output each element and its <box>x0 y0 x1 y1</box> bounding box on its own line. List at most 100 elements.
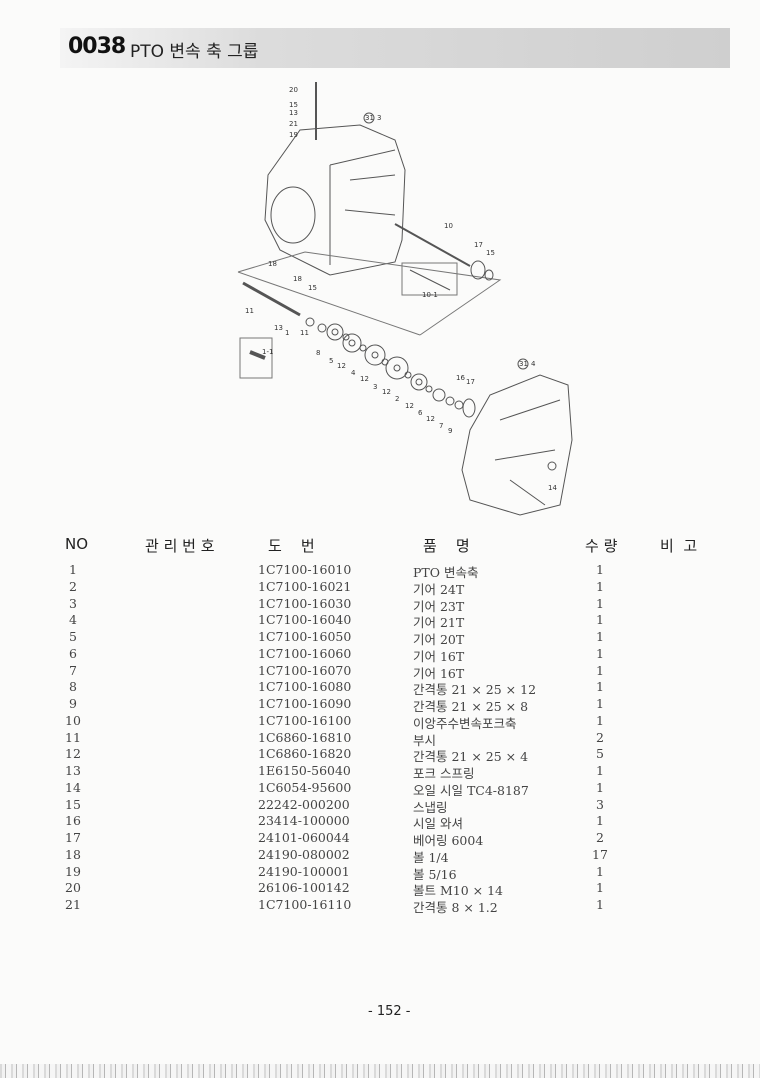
part-number: 24190-100001 <box>258 863 350 879</box>
callout-label: 15 <box>486 249 495 257</box>
row-no: 5 <box>69 629 77 644</box>
callout-label: 4 <box>531 360 536 368</box>
row-no: 7 <box>69 662 77 678</box>
row-no: 12 <box>65 746 81 762</box>
callout-label: 20 <box>289 86 298 94</box>
part-name: 기어 24T <box>413 581 465 597</box>
part-number: 1C6860-16820 <box>258 746 352 762</box>
quantity: 3 <box>596 796 604 812</box>
page-number: - 152 - <box>368 1004 411 1019</box>
column-header-no: NO <box>65 535 89 553</box>
part-number: 1C7100-16080 <box>258 679 352 695</box>
part-name: 오일 시일 TC4-8187 <box>413 782 529 798</box>
scan-edge <box>0 1064 760 1078</box>
part-name: 기어 23T <box>413 598 465 614</box>
part-name: 포크 스프링 <box>413 766 475 781</box>
callout-label: 9 <box>448 427 452 435</box>
callout-label: 5 <box>329 357 333 365</box>
column-header-qty: 수 량 <box>585 537 618 555</box>
callout-label: 7 <box>439 422 443 430</box>
callout-label: 10 <box>444 222 453 230</box>
callout-label: 21 <box>289 120 298 128</box>
row-no: 8 <box>69 679 77 695</box>
row-no: 15 <box>65 796 81 812</box>
part-name: 스냅링 <box>413 799 448 815</box>
section-title: PTO 변속 축 그룹 <box>130 42 259 62</box>
callout-label: 3 <box>373 383 377 391</box>
callout-label: 31 <box>365 114 374 122</box>
callout-label: 17 <box>474 241 483 249</box>
part-name: 베어링 6004 <box>413 833 484 848</box>
part-number: 1C7100-16090 <box>258 696 352 711</box>
row-no: 1 <box>69 562 77 577</box>
callout-label: 12 <box>337 362 346 370</box>
callout-label: 14 <box>548 484 557 492</box>
quantity: 1 <box>596 612 604 628</box>
part-name: 시일 와셔 <box>413 816 463 832</box>
part-number: 1C6054-95600 <box>258 779 352 795</box>
lower-housing <box>461 374 573 516</box>
column-header-drawing-no: 도 번 <box>268 537 315 555</box>
part-name: 간격통 21 × 25 × 8 <box>413 699 529 714</box>
row-no: 2 <box>69 578 77 594</box>
part-number: 1C7100-16110 <box>258 897 352 912</box>
part-name: 기어 16T <box>413 648 465 664</box>
callout-label: 12 <box>426 415 435 423</box>
callout-label: 17 <box>466 378 475 386</box>
quantity: 1 <box>596 578 604 594</box>
quantity: 1 <box>596 813 604 829</box>
callout-label: 18 <box>293 275 302 283</box>
part-name: PTO 변속축 <box>413 565 479 580</box>
quantity: 1 <box>596 595 604 611</box>
callout-label: 11 <box>245 307 254 315</box>
part-number: 24101-060044 <box>258 830 350 845</box>
row-no: 21 <box>65 897 81 912</box>
part-number: 24190-080002 <box>258 846 350 862</box>
quantity: 1 <box>596 779 604 795</box>
callout-label: 15 <box>289 101 298 109</box>
quantity: 1 <box>596 880 604 896</box>
part-name: 간격통 21 × 25 × 4 <box>413 749 529 765</box>
row-no: 13 <box>65 763 81 778</box>
section-header: 0038 PTO 변속 축 그룹 <box>60 28 730 68</box>
callout-label: 6 <box>418 409 423 417</box>
quantity: 1 <box>596 629 604 644</box>
callout-label: 12 <box>382 388 391 396</box>
part-name: 볼트 M10 × 14 <box>413 883 504 899</box>
row-no: 19 <box>65 863 81 879</box>
part-name: 기어 16T <box>413 665 465 681</box>
row-no: 6 <box>69 645 77 661</box>
callout-label: 3 <box>377 114 381 122</box>
quantity: 2 <box>596 830 604 845</box>
part-name: 부시 <box>413 732 437 748</box>
row-no: 17 <box>65 830 81 845</box>
part-number: 1C7100-16060 <box>258 645 352 661</box>
part-number: 1C7100-16100 <box>258 712 352 728</box>
callout-label: 1-1 <box>262 348 273 356</box>
quantity: 17 <box>592 846 608 862</box>
callout-label: 13 <box>289 109 298 117</box>
quantity: 2 <box>596 729 604 745</box>
callout-label: 8 <box>316 349 320 357</box>
callout-label: 2 <box>395 395 399 403</box>
callout-label: 12 <box>405 402 414 410</box>
quantity: 1 <box>596 662 604 678</box>
part-name: 기어 20T <box>413 632 465 647</box>
part-name: 이앙주수변속포크축 <box>413 715 517 731</box>
part-number: 23414-100000 <box>258 813 350 829</box>
part-number: 1C7100-16030 <box>258 595 352 611</box>
quantity: 1 <box>596 763 604 778</box>
